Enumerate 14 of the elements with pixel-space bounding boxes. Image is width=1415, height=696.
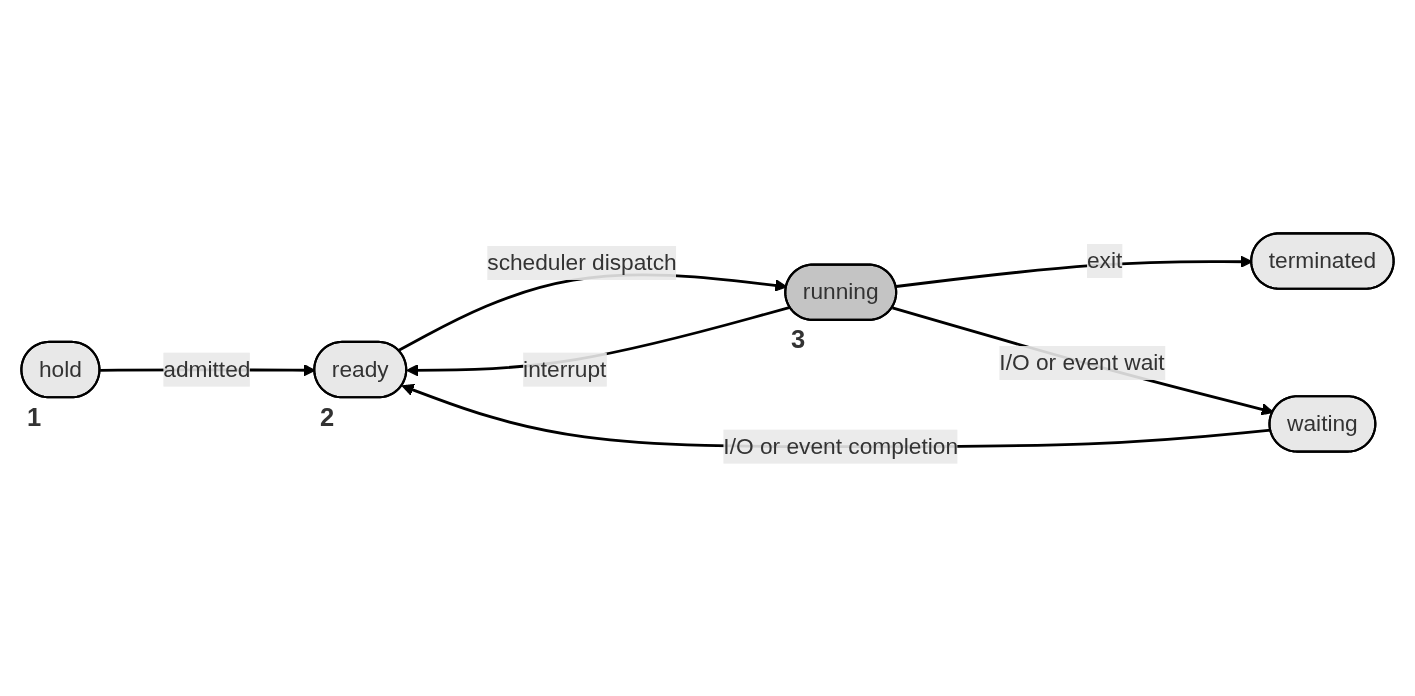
state-number: 3	[790, 324, 806, 353]
state-number: 1	[27, 402, 42, 431]
state-ellipse: waiting	[1268, 394, 1377, 453]
edge-label: I/O or event wait	[999, 345, 1165, 380]
edge-label: I/O or event completion	[723, 429, 959, 464]
state-number: 2	[319, 402, 335, 431]
node-label: ready	[331, 356, 389, 381]
edge-label: admitted	[163, 352, 251, 387]
node-label: hold	[38, 356, 82, 381]
node-label: running	[802, 278, 879, 304]
edge-label: exit	[1087, 243, 1123, 278]
state-ellipse: terminated	[1250, 231, 1395, 290]
edge-label: interrupt	[523, 352, 607, 387]
edge-label: scheduler dispatch	[487, 245, 677, 280]
